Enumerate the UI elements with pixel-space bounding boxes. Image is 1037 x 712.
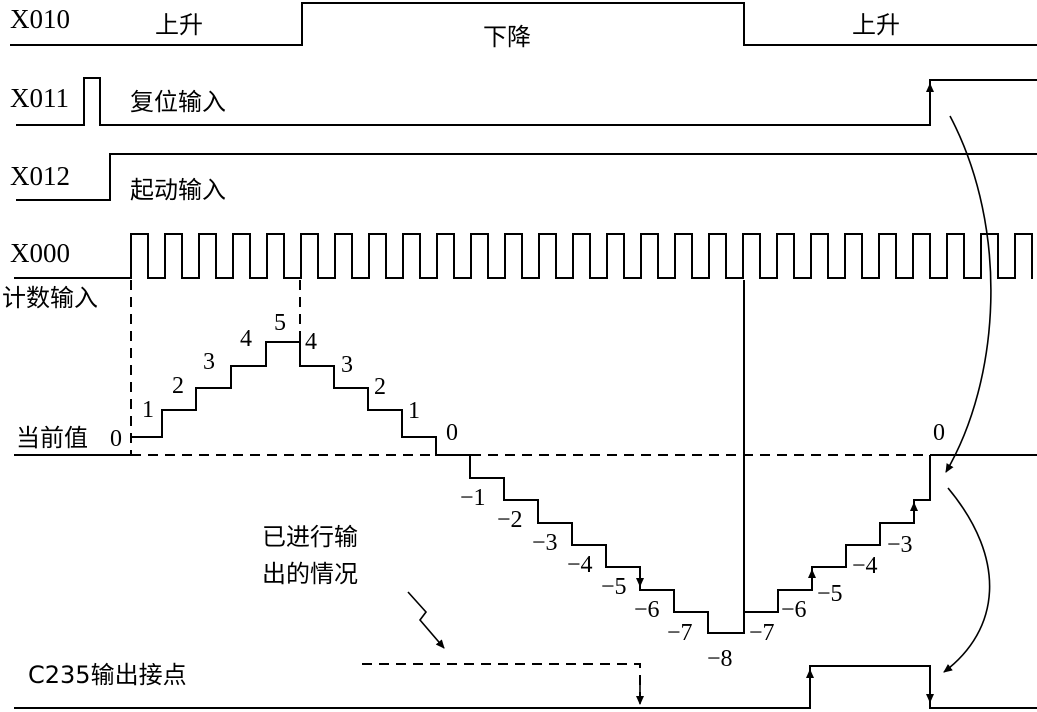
x000-desc: 计数输入 [2,284,98,312]
annotation-line-1: 已进行输 [262,523,358,551]
count-upagain-m5: −5 [817,581,843,607]
count-down-0: 0 [446,420,458,446]
x011-desc: 复位输入 [130,88,226,116]
annotation-lightning-arrow [407,591,445,649]
count-down-m1: −1 [460,485,486,511]
count-up-2: 2 [172,373,184,399]
count-upagain-m6: −6 [781,597,807,623]
x011-label: X011 [10,83,69,113]
count-reset-zero: 0 [933,420,945,446]
current-value-zero: 0 [110,426,122,452]
count-down-2: 2 [374,374,386,400]
current-value-label: 当前值 [16,424,88,452]
c235-waveform [14,665,1037,709]
count-upagain-m4: −4 [852,553,878,579]
count-down-1: 1 [408,398,420,424]
x012-waveform [16,153,1037,201]
x012-desc: 起动输入 [130,176,226,204]
count-upagain-m7: −7 [749,620,775,646]
count-staircase [131,341,931,634]
count-up-1: 1 [142,397,154,423]
c235-dashed-expected [362,663,641,704]
count-down-m3: −3 [532,530,558,556]
x010-rise-label-2: 上升 [852,11,900,39]
x010-label: X010 [10,4,70,34]
x010-fall-label: 下降 [483,23,531,51]
count-upagain-m3: −3 [887,532,913,558]
count-down-m7: −7 [667,620,693,646]
x012-label: X012 [10,161,70,191]
count-down-m2: −2 [497,507,523,533]
count-up-5: 5 [274,310,286,336]
reset-curve-arrow [945,115,992,473]
x000-label: X000 [10,238,70,268]
output-curve-arrow [943,487,991,673]
count-down-4: 4 [305,329,317,355]
count-down-m6: −6 [634,597,660,623]
x010-rise-label-1: 上升 [155,11,203,39]
count-down-m5: −5 [601,574,627,600]
count-down-3: 3 [341,352,353,378]
count-up-4: 4 [240,326,252,352]
count-down-m8: −8 [707,646,733,672]
count-down-m4: −4 [567,552,593,578]
x010-waveform [10,2,1037,46]
x000-pulse-train [14,233,1033,279]
annotation-line-2: 出的情况 [262,560,358,588]
c235-label: C235输出接点 [28,661,187,689]
count-up-3: 3 [203,349,215,375]
